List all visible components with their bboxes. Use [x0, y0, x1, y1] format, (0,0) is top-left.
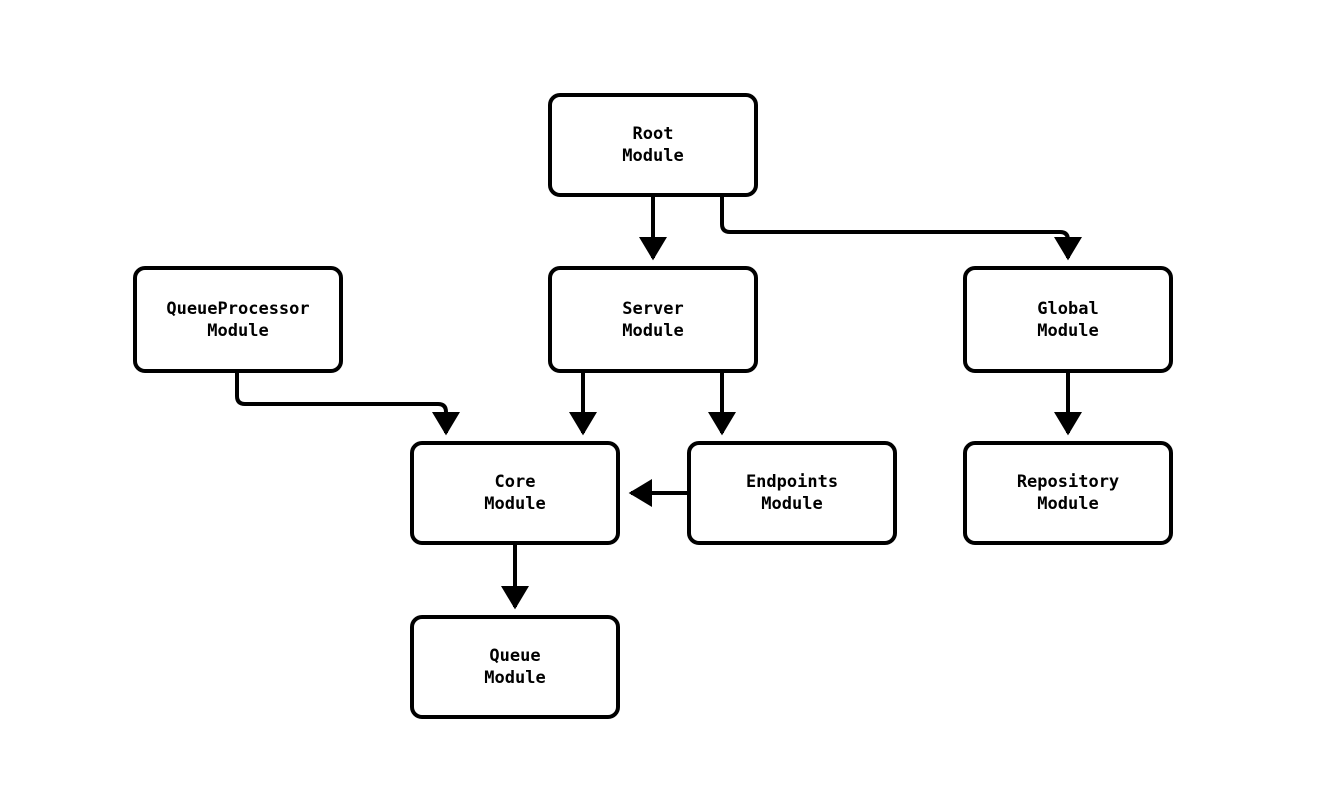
node-label-secondary: Module — [484, 494, 546, 514]
node-label-secondary: Module — [761, 494, 823, 514]
node-label-secondary: Module — [207, 320, 269, 341]
node-label-secondary: Module — [484, 668, 546, 688]
edge-root-global — [720, 197, 1082, 261]
node-label-secondary: Module — [622, 146, 684, 166]
node-label-secondary: Module — [1037, 320, 1099, 341]
node-label-primary: Core — [494, 472, 536, 492]
edge-queueprocessor-core — [235, 373, 460, 436]
node-label-secondary: Module — [1037, 494, 1099, 514]
node-label-primary: Queue — [489, 646, 541, 666]
node-label-primary: Global — [1037, 298, 1099, 319]
node-label-primary: Server — [622, 298, 684, 319]
node-label-secondary: Module — [622, 320, 684, 341]
node-label-primary: Endpoints — [745, 472, 839, 492]
edges-group — [235, 197, 1082, 610]
node-label-primary: Repository — [1016, 472, 1120, 492]
node-label-primary: Root — [632, 124, 674, 144]
node-label-primary: QueueProcessor — [166, 298, 310, 319]
